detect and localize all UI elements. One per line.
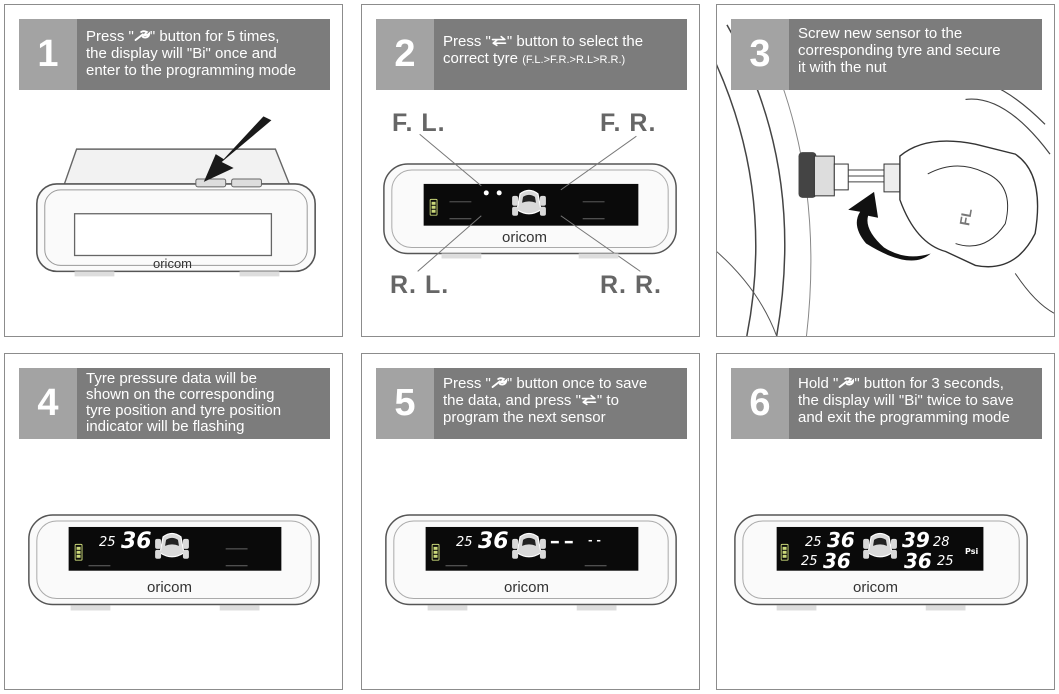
step-1-number: 1 bbox=[37, 33, 59, 75]
next-sensor-placeholder: - - bbox=[588, 534, 601, 547]
pressure-unit: Psi bbox=[965, 547, 979, 556]
fr-temperature: 28 bbox=[933, 535, 950, 550]
tyre-position-diagram bbox=[383, 133, 677, 272]
rl-pressure: 36 bbox=[823, 549, 851, 573]
device-brand-label: oricom bbox=[147, 579, 193, 596]
step-2-banner: 2 Press "" button to select the correct … bbox=[376, 19, 687, 90]
step-6-instructions: Hold "" button for 3 seconds, the displa… bbox=[789, 368, 1042, 439]
device-brand-label: oricom bbox=[504, 579, 550, 596]
fr-pressure: 39 bbox=[902, 528, 930, 552]
rr-pressure: 36 bbox=[904, 549, 932, 573]
fl-temperature: 25 bbox=[805, 535, 822, 550]
step-2-instructions: Press "" button to select the correct ty… bbox=[434, 19, 687, 90]
rl-temperature: 25 bbox=[801, 554, 818, 569]
step-1-banner: 1 Press "" button for 5 times, the displ… bbox=[19, 19, 330, 90]
step-2-panel: 2 Press "" button to select the correct … bbox=[361, 4, 700, 337]
label-front-left: F. L. bbox=[392, 109, 446, 137]
step-1-instructions: Press "" button for 5 times, the display… bbox=[77, 19, 330, 90]
display-illustration bbox=[28, 514, 320, 611]
rr-temperature: 25 bbox=[937, 554, 954, 569]
sensor-marking: FL bbox=[956, 207, 975, 227]
step-3-instructions: Screw new sensor to the corresponding ty… bbox=[789, 19, 1042, 90]
step-1-panel: 1 Press "" button for 5 times, the displ… bbox=[4, 4, 343, 337]
sensor-install-illustration bbox=[717, 24, 1054, 336]
pressure-reading: 36 bbox=[121, 529, 152, 554]
step-4-instructions: Tyre pressure data will be shown on the … bbox=[77, 368, 330, 439]
step-6-banner: 6 Hold "" button for 3 seconds, the disp… bbox=[731, 368, 1042, 439]
monitor-device-illustration bbox=[36, 116, 316, 277]
step-3-banner: 3 Screw new sensor to the corresponding … bbox=[731, 19, 1042, 90]
temperature-reading: 25 bbox=[99, 535, 116, 550]
step-3-number: 3 bbox=[749, 33, 771, 75]
label-front-right: F. R. bbox=[600, 109, 657, 137]
label-rear-left: R. L. bbox=[390, 271, 450, 299]
step-5-panel: 5 Press "" button once to save the data,… bbox=[361, 353, 700, 690]
device-brand-label: oricom bbox=[502, 229, 548, 246]
display-illustration bbox=[385, 514, 677, 611]
label-rear-right: R. R. bbox=[600, 271, 662, 299]
pressure-reading: 36 bbox=[478, 529, 509, 554]
device-brand-label: oricom bbox=[153, 256, 193, 271]
step-6-panel: 6 Hold "" button for 3 seconds, the disp… bbox=[716, 353, 1055, 690]
step-4-number: 4 bbox=[37, 382, 59, 424]
step-5-banner: 5 Press "" button once to save the data,… bbox=[376, 368, 687, 439]
temperature-reading: 25 bbox=[456, 535, 473, 550]
device-brand-label: oricom bbox=[853, 579, 899, 596]
step-3-panel: FL 3 Screw new sensor to the correspondi… bbox=[716, 4, 1055, 337]
step-6-number: 6 bbox=[749, 382, 771, 424]
step-5-instructions: Press "" button once to save the data, a… bbox=[434, 368, 687, 439]
fl-pressure: 36 bbox=[827, 528, 855, 552]
step-5-number: 5 bbox=[394, 382, 416, 424]
step-4-panel: 4 Tyre pressure data will be shown on th… bbox=[4, 353, 343, 690]
step-4-banner: 4 Tyre pressure data will be shown on th… bbox=[19, 368, 330, 439]
step-2-number: 2 bbox=[394, 33, 416, 75]
display-illustration bbox=[734, 514, 1028, 611]
